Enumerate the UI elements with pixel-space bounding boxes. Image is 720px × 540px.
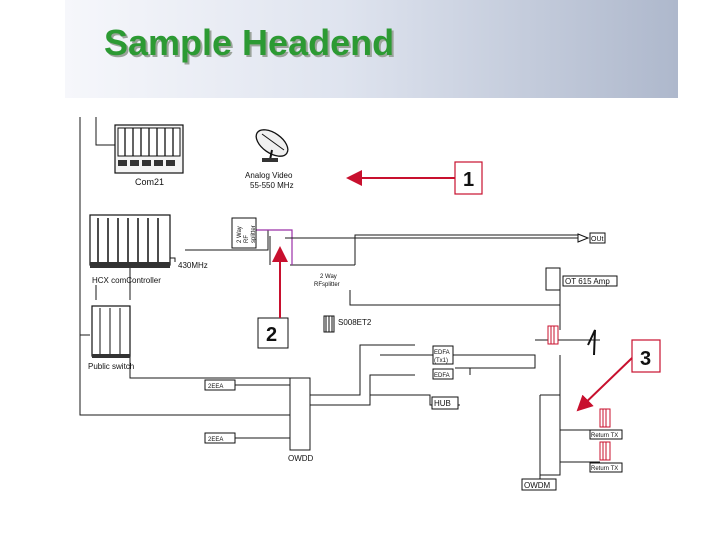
callout-3-label: 3 <box>640 348 651 370</box>
callout-1-label: 1 <box>463 169 474 191</box>
rf-splitter-top <box>231 217 257 249</box>
rf-splitter-mid-l2: RFsplitter <box>314 282 340 288</box>
mhz430-label: 430MHz <box>178 261 208 270</box>
public-switch-label: Public switch <box>88 362 134 371</box>
return-tx-2-label: Return TX <box>591 466 618 472</box>
amp-module-icon <box>547 325 559 345</box>
s008-label: S008ET2 <box>338 318 372 327</box>
owdd-label: OWDD <box>288 454 314 463</box>
out-label: OUt <box>591 236 604 243</box>
public-switch-rack <box>91 305 131 358</box>
satellite-dish-icon <box>255 129 289 162</box>
callout-3-box <box>631 339 661 373</box>
hcx-rack <box>89 214 171 268</box>
hub-box <box>431 396 459 410</box>
edfa-1b-label: (Tx1) <box>434 358 448 364</box>
out-arrow-icon <box>577 233 590 243</box>
analog-freq-label: 55-550 MHz <box>250 181 294 190</box>
antenna-icon <box>587 329 596 356</box>
return-tx-1-box <box>589 429 623 440</box>
callout-2-label: 2 <box>266 324 277 346</box>
rf-splitter-mid-l1: 2 Way <box>320 274 337 280</box>
amp-label: OT 615 Amp <box>565 277 610 286</box>
return-tx-2-box <box>589 462 623 473</box>
hcx-label: HCX comController <box>92 276 161 285</box>
edfa-left-1-box <box>204 379 236 391</box>
edfa-1-box <box>432 345 454 365</box>
edfa-1-label: EDFA <box>434 350 450 356</box>
hub-label: HUB <box>434 399 451 408</box>
amp-label-box <box>562 275 618 287</box>
callout-2-box <box>257 317 289 349</box>
com21-rack <box>114 124 184 174</box>
owdm-box <box>521 478 557 491</box>
return-tx-1-icon <box>599 408 611 428</box>
rf-splitter-top-l1: 2 Way <box>237 226 243 243</box>
edfa-left-2-label: 2EEA <box>208 437 223 443</box>
header-banner <box>65 0 678 98</box>
s008-module-icon <box>323 315 335 333</box>
callout-3-arrow <box>576 357 633 412</box>
edfa-2-box <box>432 368 454 380</box>
callout-1-box <box>454 161 483 195</box>
rf-splitter-top-l3: splitter <box>251 225 257 243</box>
return-tx-1-label: Return TX <box>591 433 618 439</box>
edfa-left-1-label: 2EEA <box>208 384 223 390</box>
rf-feed-line <box>256 229 293 265</box>
return-tx-2-icon <box>599 441 611 461</box>
rf-splitter-top-l2: RF <box>244 235 250 243</box>
page-title: Sample Headend <box>104 22 395 63</box>
edfa-left-2-box <box>204 432 236 444</box>
analog-video-label: Analog Video <box>245 171 293 180</box>
amp-box <box>545 267 561 291</box>
com21-label: Com21 <box>135 177 164 187</box>
owdm-label: OWDM <box>524 481 551 490</box>
out-box <box>589 232 606 244</box>
edfa-2-label: EDFA <box>434 373 450 379</box>
